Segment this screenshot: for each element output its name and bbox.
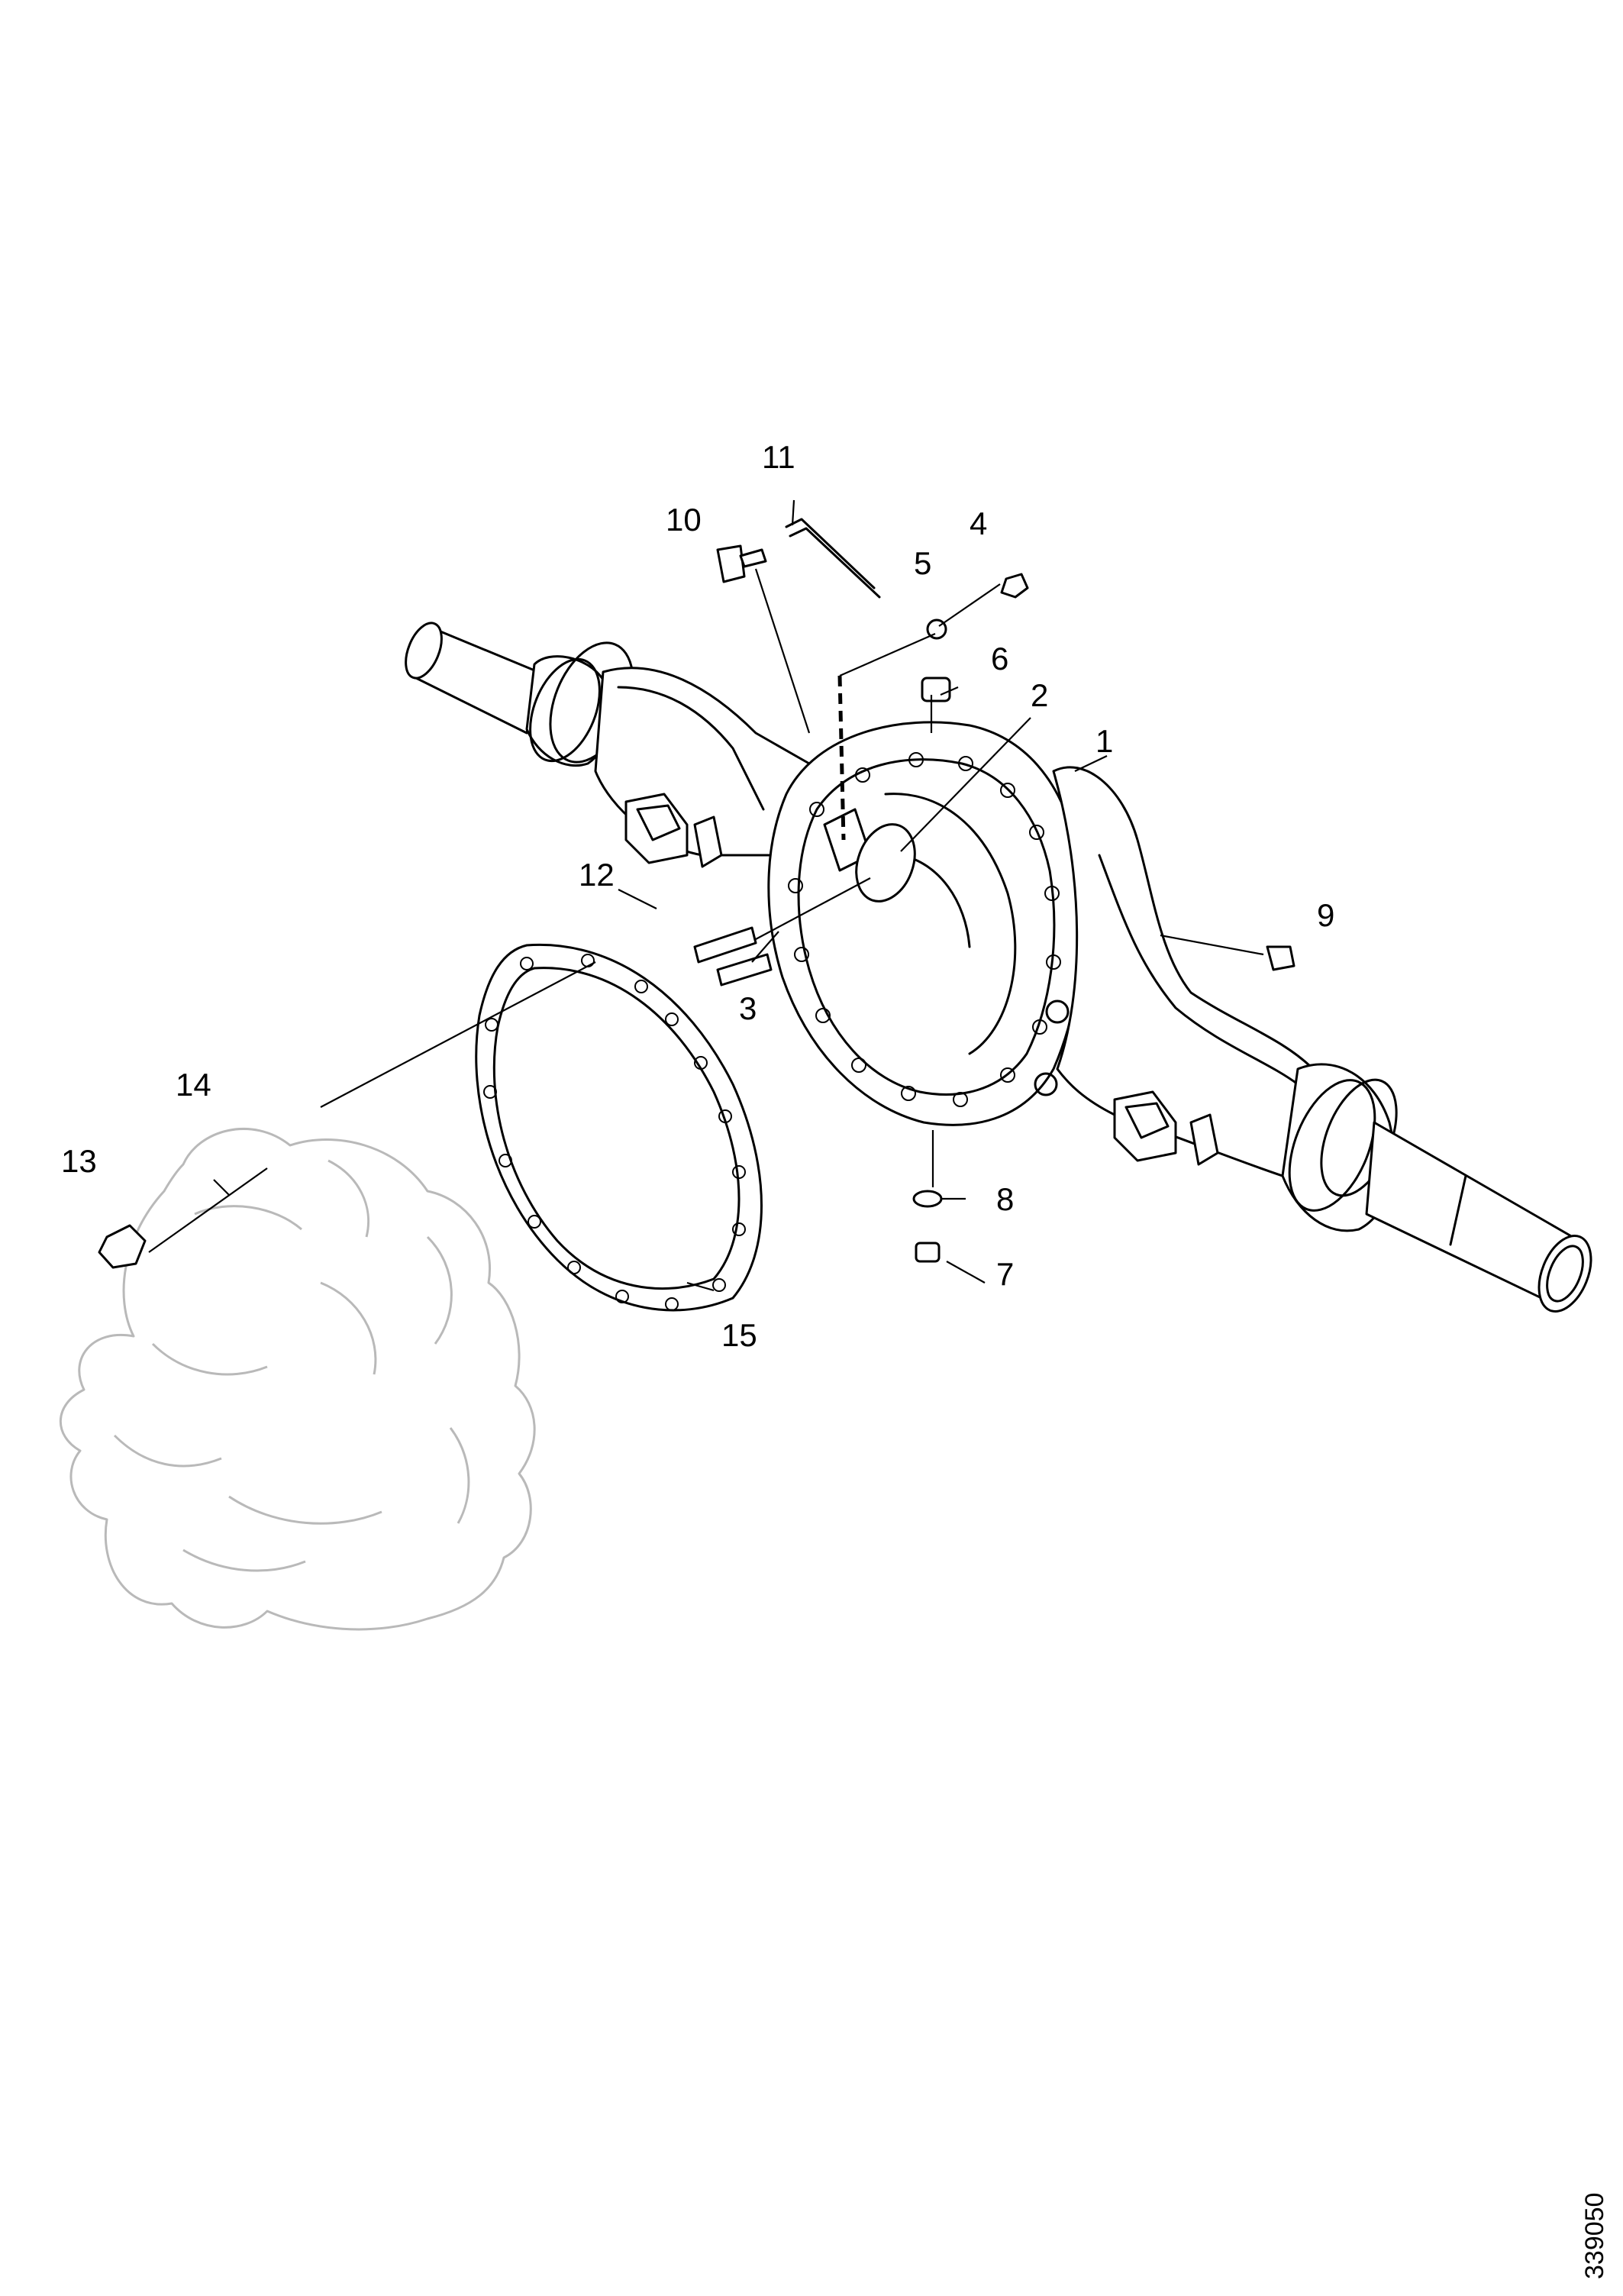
callout-labels: 1 2 3 4 5 6 7 8 9 10 11 12 13 14 15 (61, 439, 1334, 1353)
callout-14: 14 (176, 1067, 211, 1103)
callout-3: 3 (739, 990, 757, 1026)
differential-carrier-ghost (59, 1128, 536, 1631)
drawing-reference-id: 339050 (1580, 2193, 1609, 2279)
callout-1: 1 (1095, 723, 1113, 759)
callout-15: 15 (721, 1317, 757, 1353)
callout-8: 8 (996, 1181, 1014, 1217)
breather-assembly (716, 518, 881, 599)
callout-5: 5 (914, 545, 931, 581)
callout-4: 4 (970, 505, 987, 541)
callout-12: 12 (579, 857, 615, 893)
callout-9: 9 (1317, 897, 1334, 933)
callout-7: 7 (996, 1256, 1014, 1292)
callout-11: 11 (762, 439, 795, 475)
leader-lines (148, 499, 1264, 1292)
callout-13: 13 (61, 1143, 97, 1179)
callout-6: 6 (991, 641, 1008, 677)
carrier-gasket (475, 943, 763, 1312)
fastener-parts (98, 573, 1295, 1269)
callout-10: 10 (666, 502, 702, 538)
callout-2: 2 (1031, 677, 1048, 713)
